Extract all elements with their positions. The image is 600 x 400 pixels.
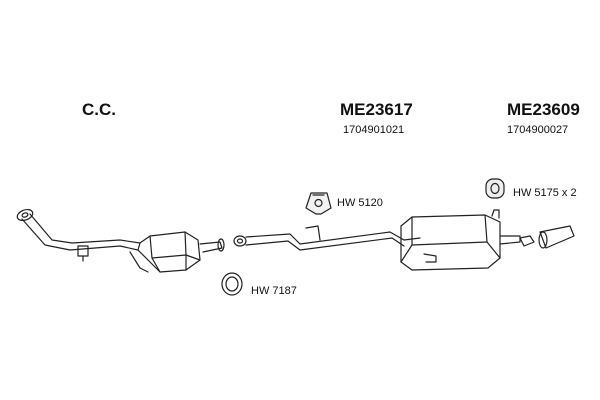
rear-section-code: ME23609 bbox=[507, 100, 580, 119]
middle-section-code: ME23617 bbox=[340, 100, 413, 119]
rear-silencer bbox=[400, 209, 521, 271]
tail-pipe bbox=[519, 225, 575, 249]
intermediate-pipe bbox=[233, 225, 405, 251]
hanger-label-5175: HW 5175 x 2 bbox=[513, 187, 577, 199]
rubber-hanger-5120 bbox=[305, 192, 332, 215]
rear-section-part-number: 1704900027 bbox=[507, 124, 569, 136]
rubber-hanger-5175 bbox=[485, 178, 505, 199]
gasket-part bbox=[221, 272, 243, 296]
front-downpipe bbox=[16, 208, 141, 262]
gasket-label-7187: HW 7187 bbox=[251, 285, 297, 297]
catalytic-converter bbox=[129, 231, 225, 273]
middle-section-part-number: 1704901021 bbox=[343, 124, 405, 136]
cc-title: C.C. bbox=[82, 100, 116, 119]
hanger-label-5120: HW 5120 bbox=[337, 197, 383, 209]
